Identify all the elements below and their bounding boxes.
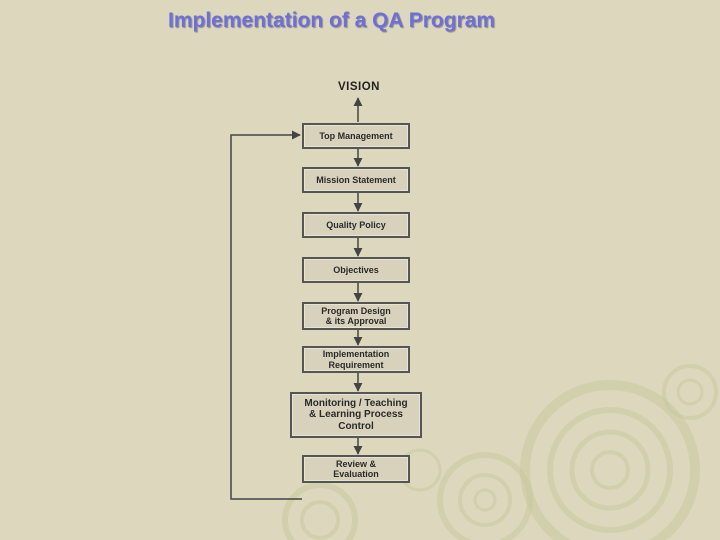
box-review-evaluation: Review & Evaluation xyxy=(302,455,410,483)
vision-label: VISION xyxy=(338,81,380,93)
feedback-loop-line xyxy=(230,130,302,500)
box-program-design: Program Design & its Approval xyxy=(302,302,410,330)
box-monitoring: Monitoring / Teaching & Learning Process… xyxy=(290,392,422,438)
slide-title: Implementation of a QA Program xyxy=(168,9,496,32)
box-quality-policy: Quality Policy xyxy=(302,212,410,238)
box-implementation-requirement: Implementation Requirement xyxy=(302,346,410,373)
box-top-management: Top Management xyxy=(302,123,410,149)
box-mission-statement: Mission Statement xyxy=(302,167,410,193)
box-objectives: Objectives xyxy=(302,257,410,283)
